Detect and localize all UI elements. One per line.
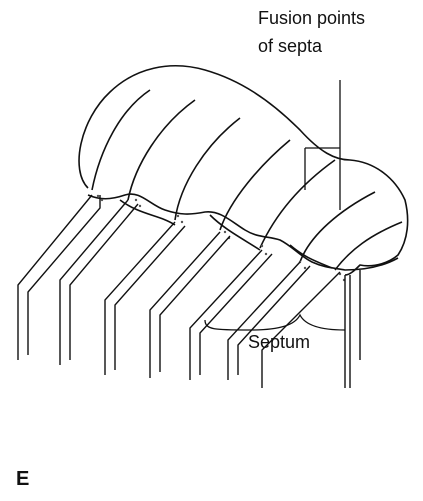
lobe-7 [335, 222, 402, 270]
septa-walls [18, 195, 360, 388]
fusion-points-label-line2: of septa [258, 36, 323, 56]
septum-wall-5 [190, 250, 272, 380]
stipple-12 [304, 267, 306, 269]
lobe-6 [300, 192, 375, 262]
fusion-points-label-line1: Fusion points [258, 8, 365, 28]
lobe-row2-1 [120, 200, 175, 225]
septum-brace [205, 315, 345, 330]
cap-outline [79, 66, 408, 275]
lobe-1 [92, 90, 150, 190]
lobe-row2-3 [290, 245, 332, 268]
stipple-6 [181, 221, 183, 223]
stipple-7 [224, 231, 226, 233]
lobe-4 [220, 140, 290, 230]
septum-bracket [205, 315, 345, 330]
lobe-5 [260, 160, 335, 248]
fusion-pointer-bracket [305, 80, 340, 210]
stipple-10 [265, 253, 267, 255]
panel-letter-label: E [16, 468, 29, 490]
lobe-3 [175, 118, 240, 220]
septum-wall-1 [18, 195, 100, 360]
stipple-1 [97, 195, 99, 197]
septum-label: Septum [248, 332, 310, 352]
stipple-9 [261, 245, 263, 247]
stipple-5 [177, 215, 179, 217]
septum-wall-2 [60, 200, 138, 365]
fusion-points-pointer [305, 80, 340, 210]
septum-wall-3 [105, 222, 185, 375]
membrane-cap [79, 66, 408, 275]
septum-wall-6 [228, 262, 310, 380]
stipple-3 [135, 199, 137, 201]
stipple-2 [101, 199, 103, 201]
stipple-4 [139, 205, 141, 207]
lobe-row2-2 [210, 215, 260, 250]
